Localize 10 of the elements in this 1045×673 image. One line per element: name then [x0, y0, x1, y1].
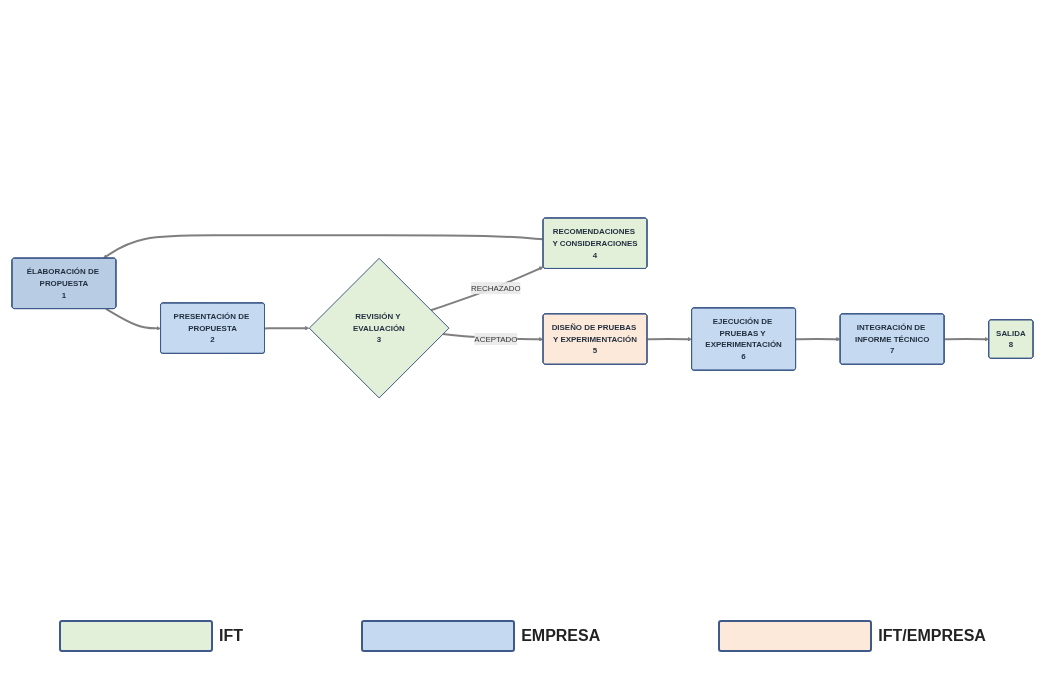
- arrow: [943, 337, 990, 342]
- arrow: [263, 326, 310, 331]
- arrow: [103, 234, 545, 259]
- legend-label: IFT/EMPRESA: [878, 627, 986, 645]
- arrow: [794, 337, 841, 342]
- arrow: [429, 266, 544, 312]
- arrow: [646, 337, 692, 342]
- legend-label: EMPRESA: [521, 627, 601, 645]
- legend-label: IFT: [219, 627, 244, 645]
- arrow: [105, 307, 161, 331]
